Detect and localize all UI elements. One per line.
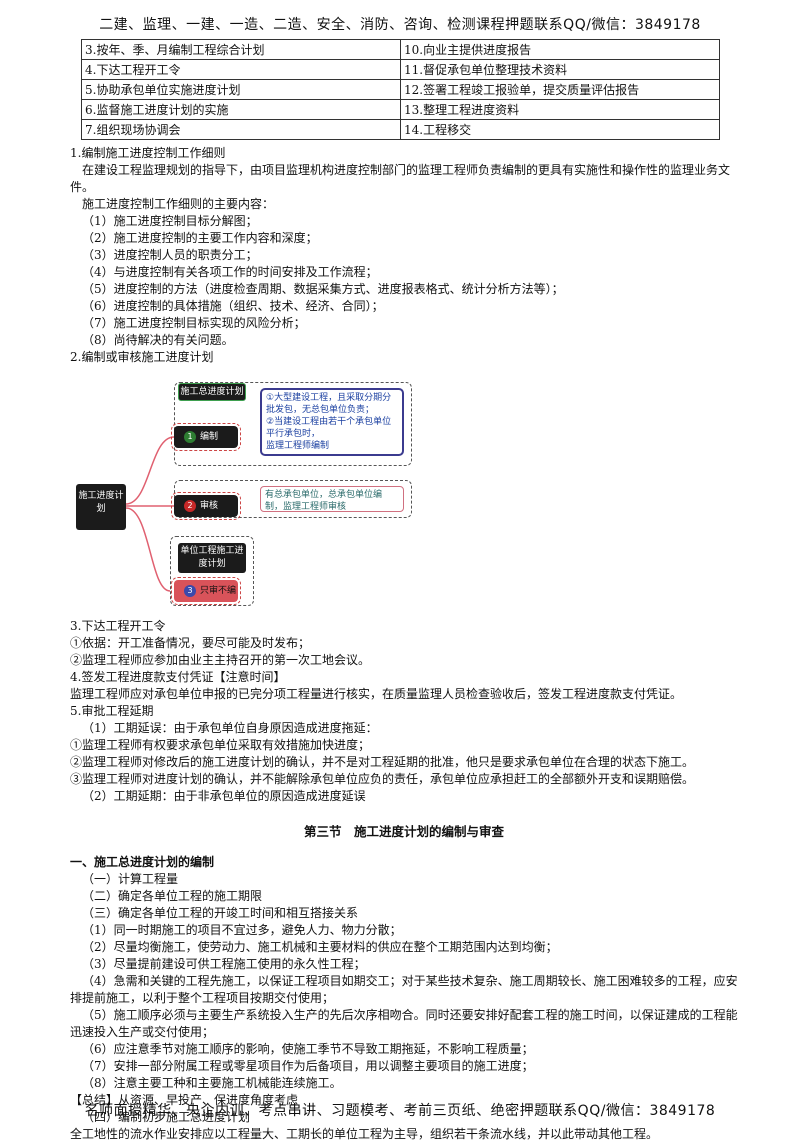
chapter-section-title: 第三节 施工进度计划的编制与审查 — [303, 824, 504, 839]
page-header: 二建、监理、一建、一造、二造、安全、消防、咨询、检测课程押题联系QQ/微信：38… — [99, 17, 701, 33]
number-badge: 3 — [184, 584, 196, 597]
note-line: ①大型建设工程，且采取分期分批发包，无总包单位负责； — [266, 393, 392, 415]
list-item: （1）施工进度控制目标分解图； — [82, 214, 258, 228]
page-footer: 名师面授精华、央企内训、考点串讲、习题模考、考前三页纸、绝密押题联系QQ/微信：… — [84, 1103, 716, 1119]
branch-compile: 1 编制 — [171, 423, 241, 451]
list-item: （8）注意主要工种和主要施工机械能连续施工。 — [82, 1076, 342, 1090]
table-cell: 5.协助承包单位实施进度计划 — [81, 79, 401, 100]
list-item: （2）尽量均衡施工，使劳动力、施工机械和主要材料的供应在整个工期范围内达到均衡； — [82, 940, 558, 954]
list-item: ②监理工程师应参加由业主主持召开的第一次工地会议。 — [70, 653, 371, 667]
table-cell: 7.组织现场协调会 — [81, 119, 401, 140]
table-cell: 6.监督施工进度计划的实施 — [81, 99, 401, 120]
unit-plan-label: 单位工程施工进度计划 — [178, 543, 246, 573]
table-cell: 11.督促承包单位整理技术资料 — [400, 59, 720, 80]
sub-heading: （四）编制初步施工总进度计划 — [82, 1110, 251, 1124]
connector-lines — [125, 436, 175, 592]
list-item: （7）施工进度控制目标实现的风险分析； — [82, 316, 306, 330]
number-badge: 2 — [184, 499, 196, 512]
compile-note: ①大型建设工程，且采取分期分批发包，无总包单位负责； ②当建设工程由若干个承包单… — [260, 388, 404, 456]
root-node: 施工进度计划 — [76, 484, 126, 530]
list-item: （8）尚待解决的有关问题。 — [82, 333, 234, 347]
list-item: （5）施工顺序必须与主要生产系统投入生产的先后次序相吻合。同时还要安排好配套工程… — [70, 1008, 738, 1039]
list-item: ②监理工程师对修改后的施工进度计划的确认，并不是对工程延期的批准，他只是要求承包… — [70, 755, 695, 769]
table-cell: 14.工程移交 — [400, 119, 720, 140]
branch-review-only: 3 只审不编 — [171, 577, 241, 605]
table-cell: 12.签署工程竣工报验单，提交质量评估报告 — [400, 79, 720, 100]
table-cell: 10.向业主提供进度报告 — [400, 39, 720, 60]
sub-heading: （2）工期延期：由于非承包单位的原因造成进度延误 — [82, 789, 366, 803]
sub-heading: （二）确定各单位工程的施工期限 — [82, 889, 263, 903]
paragraph: 施工进度控制工作细则的主要内容： — [82, 197, 275, 211]
table-row: 6.监督施工进度计划的实施 13.整理工程进度资料 — [81, 99, 720, 120]
list-item: ①监理工程师有权要求承包单位采取有效措施加快进度； — [70, 738, 371, 752]
table-row: 4.下达工程开工令 11.督促承包单位整理技术资料 — [81, 59, 720, 80]
branch-label: 只审不编 — [200, 586, 237, 596]
table-cell: 4.下达工程开工令 — [81, 59, 401, 80]
list-item: （7）安排一部分附属工程或零星项目作为后备项目，用以调整主要项目的施工进度； — [82, 1059, 534, 1073]
list-item: （4）与进度控制有关各项工作的时间安排及工作流程； — [82, 265, 378, 279]
paragraph: 监理工程师应对承包单位申报的已完分项工程量进行核实，在质量监理人员检查验收后，签… — [70, 687, 683, 701]
main-content: 1.编制施工进度控制工作细则 在建设工程监理规划的指导下，由项目监理机构进度控制… — [70, 145, 738, 1143]
note-line: ②当建设工程由若干个承包单位平行承包时， — [266, 417, 392, 439]
number-badge: 1 — [184, 430, 196, 443]
sub-heading: （1）工期延误：由于承包单位自身原因造成进度拖延： — [82, 721, 378, 735]
section-heading: 1.编制施工进度控制工作细则 — [70, 146, 226, 160]
table-row: 3.按年、季、月编制工程综合计划 10.向业主提供进度报告 — [81, 39, 720, 60]
section-heading: 5.审批工程延期 — [70, 704, 154, 718]
total-plan-label: 施工总进度计划 — [178, 383, 246, 401]
list-item: （1）同一时期施工的项目不宜过多，避免人力、物力分散； — [82, 923, 402, 937]
branch-review: 2 审核 — [171, 492, 241, 520]
summary-note: 【总结】从资源、早投产、保进度角度考虑 — [70, 1093, 299, 1107]
branch-label: 审核 — [200, 501, 219, 511]
section-heading: 4.签发工程进度款支付凭证【注意时间】 — [70, 670, 286, 684]
list-item: （6）应注意季节对施工顺序的影响，使施工季节不导致工期拖延，不影响工程质量； — [82, 1042, 534, 1056]
section-heading: 2.编制或审核施工进度计划 — [70, 350, 214, 364]
paragraph: 全工地性的流水作业安排应以工程量大、工期长的单位工程为主导，组织若干条流水线，并… — [70, 1127, 659, 1141]
list-item: （2）施工进度控制的主要工作内容和深度； — [82, 231, 318, 245]
branch-label: 编制 — [200, 432, 219, 442]
sub-heading: （三）确定各单位工程的开竣工时间和相互搭接关系 — [82, 906, 359, 920]
paragraph: 在建设工程监理规划的指导下，由项目监理机构进度控制部门的监理工程师负责编制的更具… — [70, 163, 731, 194]
list-item: （6）进度控制的具体措施（组织、技术、经济、合同）； — [82, 299, 384, 313]
list-item: ③监理工程师对进度计划的确认，并不能解除承包单位应负的责任，承包单位应承担赶工的… — [70, 772, 695, 786]
table-row: 7.组织现场协调会 14.工程移交 — [81, 119, 720, 140]
list-item: （3）尽量提前建设可供工程施工使用的永久性工程； — [82, 957, 366, 971]
section-heading: 3.下达工程开工令 — [70, 619, 166, 633]
mindmap-diagram: 施工进度计划 施工总进度计划 1 编制 ①大型建设工程，且采取分期分批发包，无总包… — [70, 368, 738, 614]
list-item: （3）进度控制人员的职责分工； — [82, 248, 258, 262]
review-note: 有总承包单位，总承包单位编制，监理工程师审核 — [260, 486, 404, 512]
table-cell: 3.按年、季、月编制工程综合计划 — [81, 39, 401, 60]
list-item: （4）急需和关键的工程先施工，以保证工程项目如期交工；对于某些技术复杂、施工周期… — [70, 974, 738, 1005]
table-cell: 13.整理工程进度资料 — [400, 99, 720, 120]
part-heading: 一、施工总进度计划的编制 — [70, 855, 215, 869]
task-table: 3.按年、季、月编制工程综合计划 10.向业主提供进度报告 4.下达工程开工令 … — [81, 39, 720, 140]
sub-heading: （一）计算工程量 — [82, 872, 179, 886]
table-row: 5.协助承包单位实施进度计划 12.签署工程竣工报验单，提交质量评估报告 — [81, 79, 720, 100]
list-item: ①依据：开工准备情况，要尽可能及时发布； — [70, 636, 311, 650]
list-item: （5）进度控制的方法（进度检查周期、数据采集方式、进度报表格式、统计分析方法等）… — [82, 282, 564, 296]
note-line: 监理工程师编制 — [266, 441, 330, 451]
